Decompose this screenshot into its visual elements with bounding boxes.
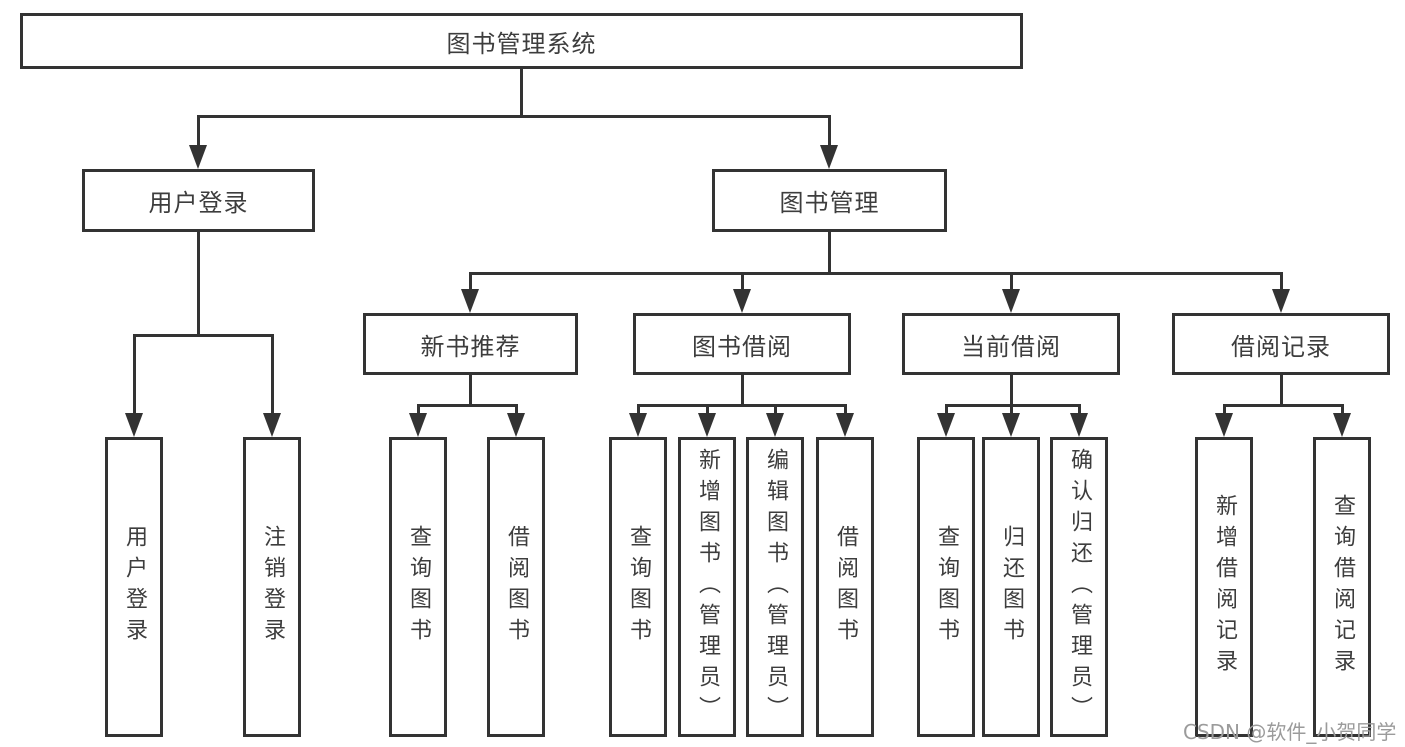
leaf-borrow-borrow-books: 借阅图书: [816, 437, 874, 737]
csdn-watermark: CSDN @软件_小贺同学: [1183, 720, 1397, 744]
arrowhead-to-records-add: [1215, 413, 1233, 437]
node-book-borrow: 图书借阅: [633, 313, 851, 375]
connector-book-mgmt-span: [469, 272, 1283, 275]
connector-records-drop-1: [1223, 404, 1226, 415]
connector-borrow-drop-3: [774, 404, 777, 415]
connector-root-span: [197, 115, 831, 118]
connector-recommend-stem: [469, 375, 472, 406]
connector-borrow-span: [637, 404, 847, 407]
connector-borrow-stem: [741, 375, 744, 406]
leaf-borrow-add-books-admin-label: 新增图书（管理员）: [695, 447, 720, 727]
node-book-management: 图书管理: [712, 169, 947, 232]
connector-root-stem: [520, 69, 523, 118]
connector-records-stem: [1280, 375, 1283, 406]
leaf-current-query-books-label: 查询图书: [934, 525, 959, 649]
leaf-records-add-record: 新增借阅记录: [1195, 437, 1253, 737]
arrowhead-to-new-book-recommend: [461, 289, 479, 313]
leaf-borrow-add-books-admin: 新增图书（管理员）: [678, 437, 736, 737]
arrowhead-to-borrow-book: [836, 413, 854, 437]
connector-user-login-span: [133, 334, 274, 337]
arrowhead-to-borrow-edit: [766, 413, 784, 437]
leaf-recommend-borrow-books: 借阅图书: [487, 437, 545, 737]
connector-book-mgmt-stem: [828, 232, 831, 275]
connector-user-login-drop-1: [133, 334, 136, 415]
leaf-user-login-label: 用户登录: [122, 525, 147, 649]
connector-book-mgmt-drop-1: [469, 272, 472, 291]
leaf-current-return-books: 归还图书: [982, 437, 1040, 737]
connector-recommend-drop-2: [515, 404, 518, 415]
node-user-login: 用户登录: [82, 169, 315, 232]
connector-book-mgmt-drop-2: [741, 272, 744, 291]
connector-recommend-span: [417, 404, 518, 407]
arrowhead-to-borrow-add: [698, 413, 716, 437]
leaf-recommend-query-books-label: 查询图书: [406, 525, 431, 649]
connector-current-stem: [1010, 375, 1013, 406]
connector-borrow-drop-4: [844, 404, 847, 415]
arrowhead-to-records-query: [1333, 413, 1351, 437]
leaf-records-query-record: 查询借阅记录: [1313, 437, 1371, 737]
arrowhead-to-recommend-borrow: [507, 413, 525, 437]
connector-current-span: [945, 404, 1081, 407]
connector-records-drop-2: [1341, 404, 1344, 415]
node-current-borrow: 当前借阅: [902, 313, 1120, 375]
leaf-borrow-edit-books-admin-label: 编辑图书（管理员）: [763, 447, 788, 727]
leaf-current-return-books-label: 归还图书: [999, 525, 1024, 649]
leaf-recommend-query-books: 查询图书: [389, 437, 447, 737]
arrowhead-to-current-borrow: [1002, 289, 1020, 313]
arrowhead-to-book-management: [820, 145, 838, 169]
arrowhead-to-recommend-query: [409, 413, 427, 437]
connector-records-span: [1223, 404, 1344, 407]
leaf-current-query-books: 查询图书: [917, 437, 975, 737]
leaf-user-login: 用户登录: [105, 437, 163, 737]
connector-borrow-drop-1: [637, 404, 640, 415]
arrowhead-to-borrow-query: [629, 413, 647, 437]
connector-user-login-drop-2: [271, 334, 274, 415]
arrowhead-to-logout: [263, 413, 281, 437]
arrowhead-to-current-query: [937, 413, 955, 437]
arrowhead-to-current-return: [1002, 413, 1020, 437]
leaf-borrow-query-books: 查询图书: [609, 437, 667, 737]
arrowhead-to-current-confirm: [1070, 413, 1088, 437]
leaf-borrow-borrow-books-label: 借阅图书: [833, 525, 858, 649]
node-new-book-recommend: 新书推荐: [363, 313, 578, 375]
leaf-borrow-edit-books-admin: 编辑图书（管理员）: [746, 437, 804, 737]
leaf-records-query-record-label: 查询借阅记录: [1330, 494, 1355, 680]
connector-user-login-stem: [197, 232, 200, 336]
leaf-logout: 注销登录: [243, 437, 301, 737]
arrowhead-to-login: [125, 413, 143, 437]
connector-book-mgmt-drop-3: [1010, 272, 1013, 291]
connector-borrow-drop-2: [706, 404, 709, 415]
arrowhead-to-book-borrow: [733, 289, 751, 313]
connector-book-mgmt-drop-4: [1280, 272, 1283, 291]
arrowhead-to-borrow-records: [1272, 289, 1290, 313]
arrowhead-to-user-login: [189, 145, 207, 169]
connector-current-drop-3: [1078, 404, 1081, 415]
leaf-records-add-record-label: 新增借阅记录: [1212, 494, 1237, 680]
node-root-library-system: 图书管理系统: [20, 13, 1023, 69]
leaf-current-confirm-return-admin: 确认归还（管理员）: [1050, 437, 1108, 737]
leaf-logout-label: 注销登录: [260, 525, 285, 649]
connector-recommend-drop-1: [417, 404, 420, 415]
connector-root-drop-left: [197, 115, 200, 147]
leaf-recommend-borrow-books-label: 借阅图书: [504, 525, 529, 649]
node-borrow-records: 借阅记录: [1172, 313, 1390, 375]
connector-current-drop-2: [1010, 404, 1013, 415]
leaf-borrow-query-books-label: 查询图书: [626, 525, 651, 649]
connector-current-drop-1: [945, 404, 948, 415]
leaf-current-confirm-return-admin-label: 确认归还（管理员）: [1067, 447, 1092, 727]
connector-root-drop-right: [828, 115, 831, 147]
